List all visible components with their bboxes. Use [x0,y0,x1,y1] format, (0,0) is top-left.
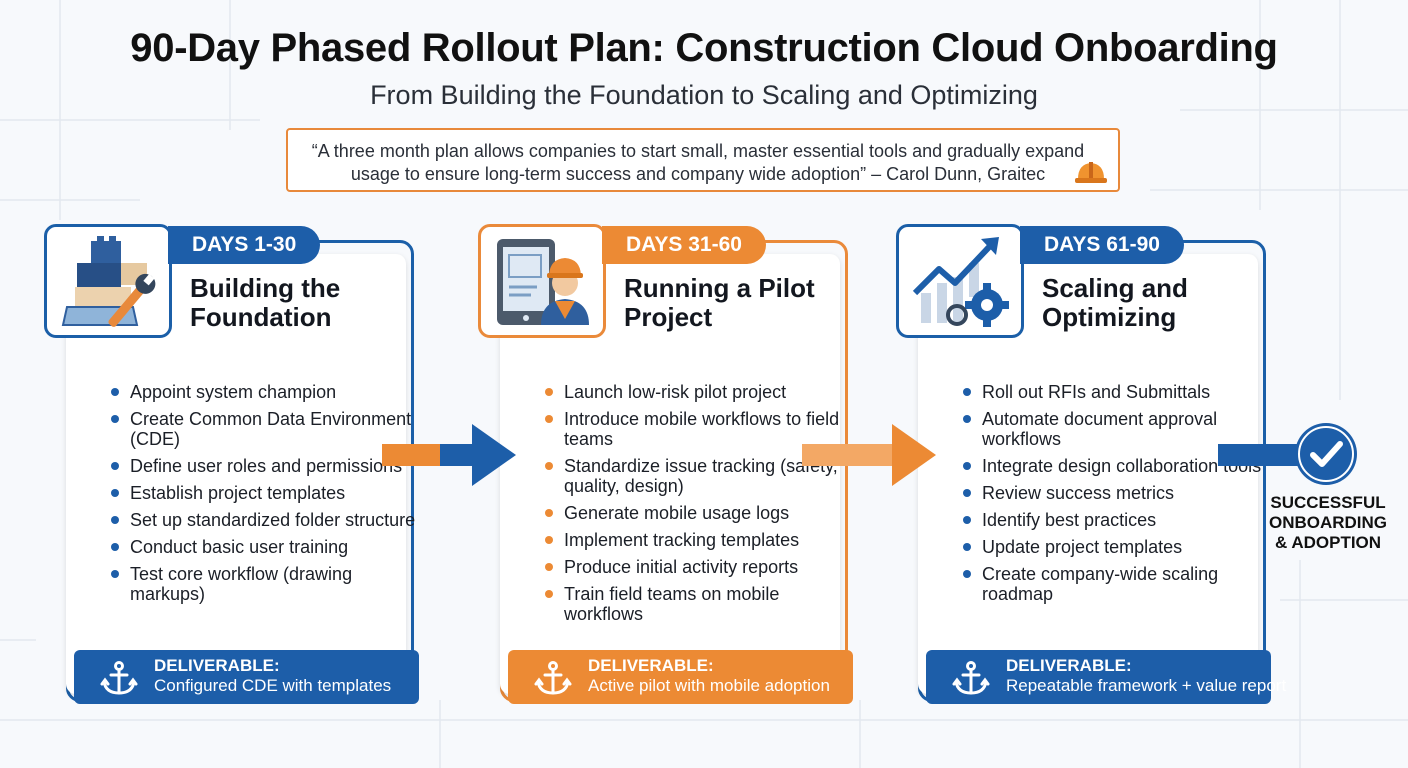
hard-hat-icon [1075,162,1107,183]
task-item: Standardize issue tracking (safety, qual… [542,456,852,496]
deliverable-banner: DELIVERABLE: Active pilot with mobile ad… [508,650,853,704]
days-label: DAYS 31-60 [602,226,766,264]
task-item: Test core workflow (drawing markups) [108,564,418,604]
anchor-icon [534,661,572,695]
task-item: Integrate design collaboration tools [960,456,1270,476]
task-item: Identify best practices [960,510,1270,530]
task-item: Update project templates [960,537,1270,557]
page-title: 90-Day Phased Rollout Plan: Construction… [130,26,1278,70]
task-item: Define user roles and permissions [108,456,418,476]
outcome-line: ONBOARDING [1268,513,1388,532]
tablet-worker-icon [497,239,589,325]
checkmark-circle-icon [1295,423,1357,485]
task-item: Create Common Data Environment (CDE) [108,409,418,449]
outcome-line: SUCCESSFUL [1270,493,1386,512]
task-item: Roll out RFIs and Submittals [960,382,1270,402]
anchor-icon [952,661,990,695]
task-item: Generate mobile usage logs [542,503,852,523]
deliverable-banner: DELIVERABLE: Configured CDE with templat… [74,650,419,704]
deliverable-value: Active pilot with mobile adoption [588,676,830,695]
quote-text: “A three month plan allows companies to … [311,141,1085,184]
anchor-icon [100,661,138,695]
deliverable-value: Configured CDE with templates [154,676,392,695]
task-item: Establish project templates [108,483,418,503]
phase-title: Scaling and Optimizing [1042,273,1188,332]
task-item: Create company-wide scaling roadmap [960,564,1270,604]
phase-title: Running a Pilot Project [624,273,815,332]
task-item: Introduce mobile workflows to field team… [542,409,852,449]
phase-icon-box [44,224,172,338]
deliverable-value: Repeatable framework + value report [1006,676,1287,695]
arrow-icon [382,424,516,486]
task-item: Implement tracking templates [542,530,852,550]
connector-bar [1218,444,1300,466]
task-item: Review success metrics [960,483,1270,503]
outcome-line: & ADOPTION [1274,533,1382,552]
deliverable-label: DELIVERABLE: [588,656,714,675]
phase-icon-box [896,224,1024,338]
outcome-label: SUCCESSFUL ONBOARDING & ADOPTION [1258,493,1398,553]
arrow-icon [802,424,936,486]
task-item: Appoint system champion [108,382,418,402]
quote-box: “A three month plan allows companies to … [286,128,1120,192]
task-item: Set up standardized folder structure [108,510,418,530]
days-label: DAYS 1-30 [168,226,321,264]
task-item: Train field teams on mobile workflows [542,584,852,624]
phase-icon-box [478,224,606,338]
task-item: Launch low-risk pilot project [542,382,852,402]
growth-chart-gears-icon [912,237,1009,327]
task-item: Conduct basic user training [108,537,418,557]
phase-title: Building the Foundation [190,273,341,332]
task-item: Produce initial activity reports [542,557,852,577]
page-subtitle: From Building the Foundation to Scaling … [370,80,1038,110]
task-item: Automate document approval workflows [960,409,1270,449]
building-blocks-wrench-icon [61,236,156,327]
deliverable-label: DELIVERABLE: [154,656,280,675]
deliverable-banner: DELIVERABLE: Repeatable framework + valu… [926,650,1286,704]
days-label: DAYS 61-90 [1020,226,1184,264]
deliverable-label: DELIVERABLE: [1006,656,1132,675]
